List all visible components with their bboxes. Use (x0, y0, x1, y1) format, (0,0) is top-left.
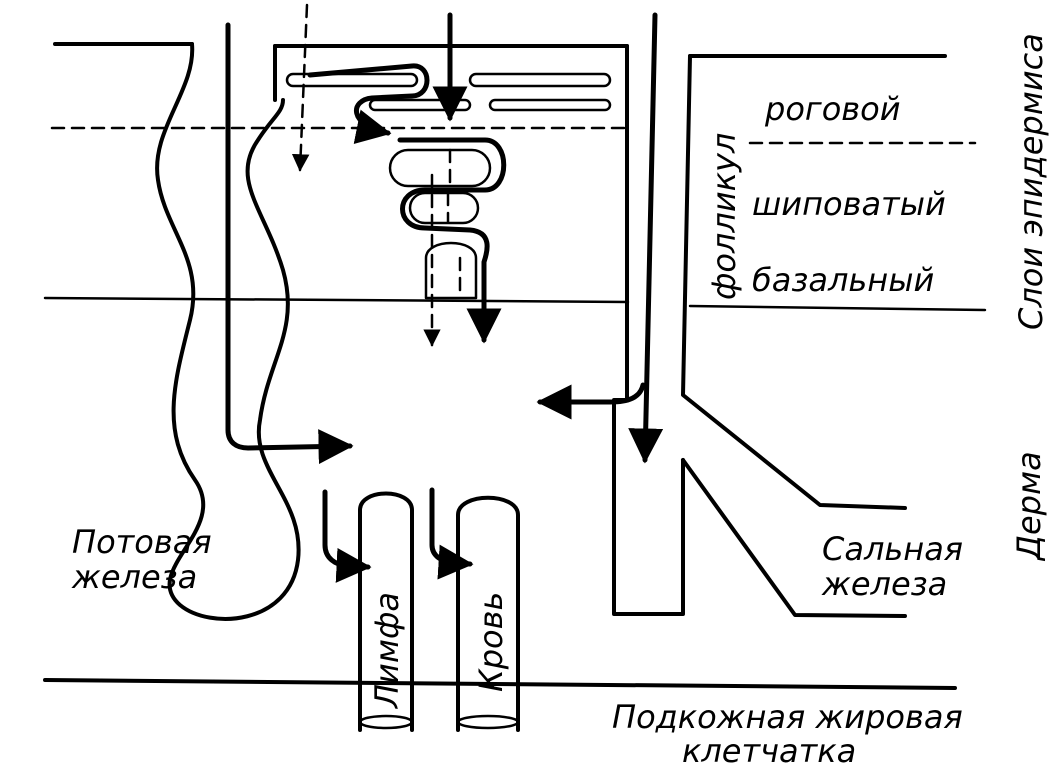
label-lymph: Лимфа (368, 592, 406, 709)
arrow-sweat-duct-route (225, 22, 354, 465)
arrow-into-blood (429, 487, 474, 580)
spinous-cell-2 (408, 191, 480, 225)
subcutaneous-boundary-line (43, 678, 957, 690)
label-dermis: Дерма (1010, 451, 1048, 562)
label-sebaceous-gland-line1: Сальная (822, 530, 963, 568)
arrow-follicle-to-dermis (536, 382, 646, 420)
label-stratum-corneum: роговой (764, 90, 901, 128)
label-subcutaneous-line2: клетчатка (682, 732, 856, 763)
basal-cell (424, 241, 478, 300)
label-blood: Кровь (472, 592, 510, 692)
arrow-corneum-transcellular-winding (307, 63, 430, 144)
basal-boundary-left (43, 296, 630, 304)
arrow-intercellular-top (291, 3, 310, 172)
follicle-wall-left (612, 123, 685, 616)
follicle-wall-right (681, 54, 907, 510)
spinous-cell-1 (388, 148, 492, 188)
basal-boundary-right (688, 304, 987, 312)
corneum-cell-1 (285, 72, 419, 88)
label-sweat-gland-line2: железа (71, 558, 197, 596)
label-epidermis-layers: Слои эпидермиса (1012, 33, 1050, 330)
blood-vessel (456, 495, 520, 732)
corneum-cell-3 (368, 98, 472, 112)
label-follicle: фолликул (705, 133, 743, 300)
lymph-vessel (358, 491, 414, 732)
sebaceous-gland-lower-wall (681, 458, 907, 618)
arrow-transcellular-winding (397, 137, 507, 344)
corneum-cell-4 (488, 98, 612, 112)
arrow-follicular-route (628, 12, 664, 464)
blood-vessel-opening (456, 714, 520, 730)
label-stratum-spinosum: шиповатый (752, 185, 946, 223)
label-subcutaneous-line1: Подкожная жировая (612, 698, 963, 736)
corneum-cell-2 (468, 72, 612, 88)
arrow-into-lymph (322, 489, 372, 583)
label-stratum-basale: базальный (752, 261, 934, 299)
label-sweat-gland-line1: Потовая (72, 523, 212, 561)
label-sebaceous-gland-line2: железа (821, 565, 947, 603)
lymph-vessel-opening (358, 714, 414, 730)
sweat-gland-duct (155, 42, 301, 621)
